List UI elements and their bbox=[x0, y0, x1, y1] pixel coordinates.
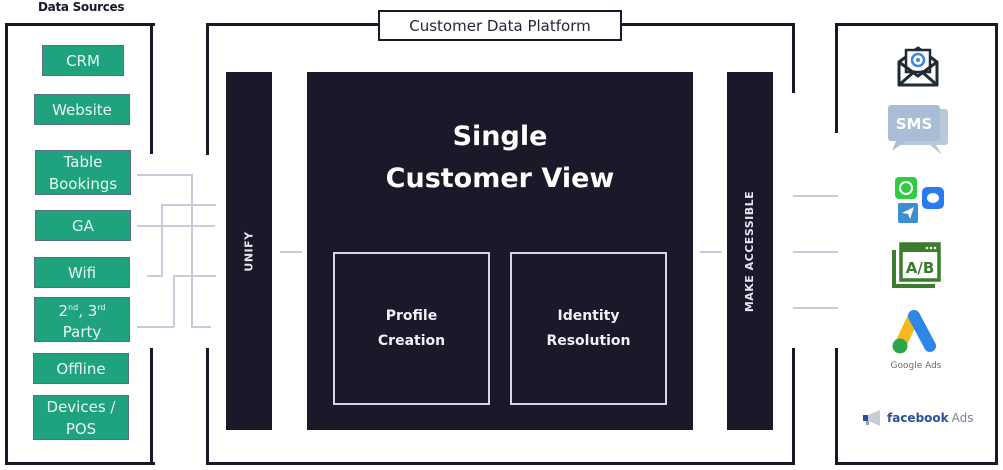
identity-resolution-line1: Identity bbox=[557, 307, 620, 324]
profile-creation-line1: Profile bbox=[385, 307, 438, 324]
facebook-ads-suffix: Ads bbox=[951, 411, 974, 425]
unify-connector bbox=[280, 251, 302, 253]
sms-icon-label: SMS bbox=[896, 115, 933, 133]
scv-title-line2: Customer View bbox=[385, 163, 615, 194]
megaphone-icon bbox=[863, 410, 880, 426]
identity-resolution-box[interactable]: Identity Resolution bbox=[510, 252, 667, 405]
ab-testing-label: A/B bbox=[906, 259, 935, 277]
source-offline[interactable]: Offline bbox=[33, 353, 129, 384]
platform-title: Customer Data Platform bbox=[378, 10, 622, 41]
source-wifi[interactable]: Wifi bbox=[34, 257, 130, 288]
source-crm[interactable]: CRM bbox=[42, 45, 124, 76]
facebook-brand-label: facebook bbox=[887, 411, 949, 425]
make-accessible-label: MAKE ACCESSIBLE bbox=[743, 190, 757, 312]
facebook-ads-icon[interactable]: facebook Ads bbox=[862, 410, 974, 426]
profile-creation-box[interactable]: Profile Creation bbox=[333, 252, 490, 405]
make-accessible-connector bbox=[700, 251, 722, 253]
source-ga[interactable]: GA bbox=[35, 210, 131, 241]
unify-label: UNIFY bbox=[242, 230, 256, 272]
unify-bar: UNIFY bbox=[226, 72, 272, 430]
profile-creation-line2: Creation bbox=[377, 332, 446, 349]
email-icon[interactable] bbox=[896, 44, 940, 93]
data-sources-title: Data Sources bbox=[38, 0, 125, 14]
source-table-bookings[interactable]: Table Bookings bbox=[35, 150, 131, 195]
source-devices-pos[interactable]: Devices / POS bbox=[33, 395, 129, 440]
make-accessible-bar: MAKE ACCESSIBLE bbox=[727, 72, 773, 430]
ab-testing-icon[interactable]: A/B bbox=[889, 242, 943, 295]
scv-title-line1: Single bbox=[452, 121, 548, 152]
google-ads-icon[interactable] bbox=[888, 306, 944, 363]
google-ads-label: Google Ads bbox=[890, 361, 942, 371]
messaging-apps-icon[interactable] bbox=[895, 177, 947, 232]
source-website[interactable]: Website bbox=[34, 94, 130, 125]
identity-resolution-line2: Resolution bbox=[546, 332, 631, 349]
sms-icon[interactable]: SMS bbox=[886, 101, 950, 162]
single-customer-view-panel bbox=[307, 72, 693, 430]
single-customer-view-title: Single Customer View bbox=[308, 116, 692, 200]
